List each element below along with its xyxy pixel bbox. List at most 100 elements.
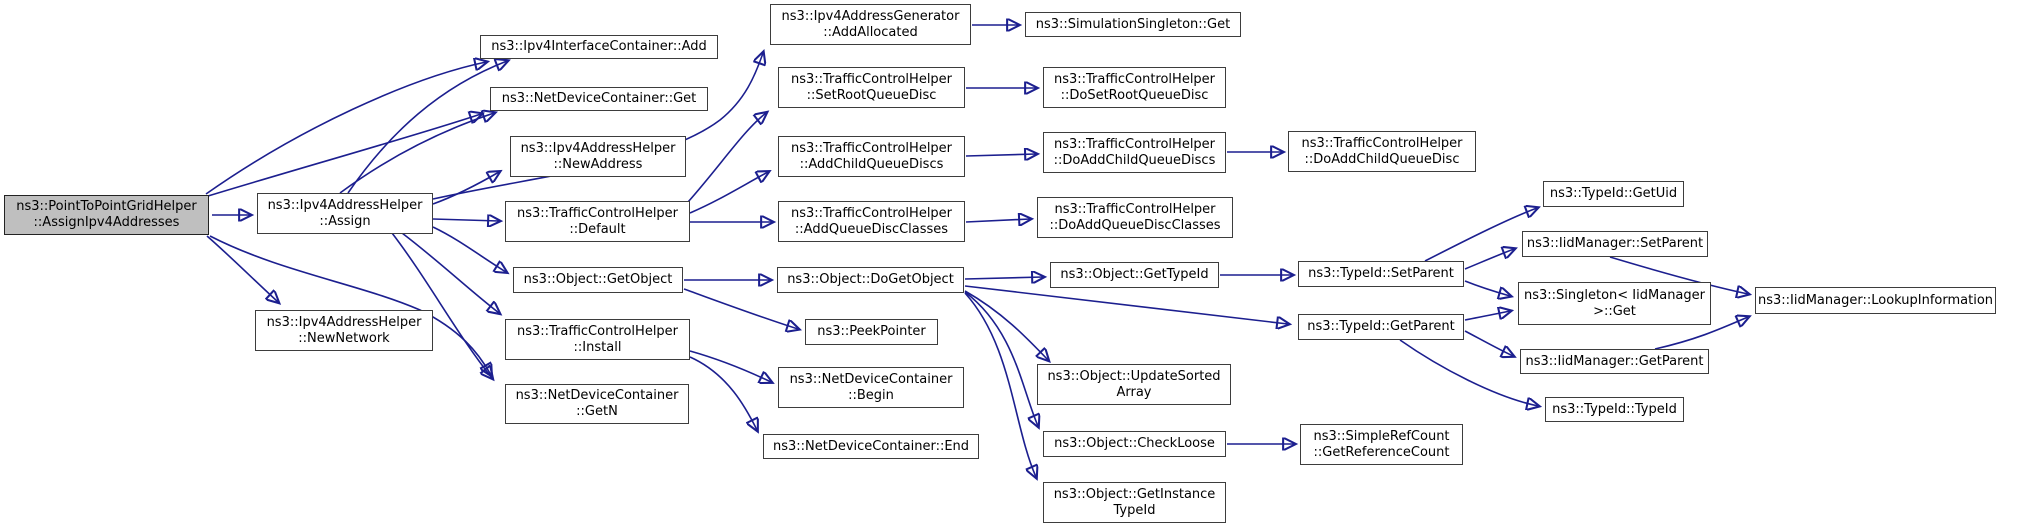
edge-assign-to-new-address [432, 172, 499, 205]
edge-get-object-to-peek-pointer [683, 288, 798, 329]
node-label: ns3::Object::GetTypeId [1060, 267, 1209, 283]
node-object-checkloose[interactable]: ns3::Object::CheckLoose [1043, 431, 1226, 457]
edge-add-qd-classes-to-do-add-qd-classes [965, 219, 1030, 222]
node-label: ns3::TrafficControlHelper [790, 205, 953, 221]
node-typeid-getuid[interactable]: ns3::TypeId::GetUid [1543, 181, 1684, 207]
node-label: ::AddChildQueueDiscs [799, 156, 944, 172]
node-ipv4addresshelper-newaddress[interactable]: ns3::Ipv4AddressHelper ::NewAddress [510, 136, 686, 177]
node-label: ns3::Object::CheckLoose [1054, 436, 1215, 452]
node-label: ns3::TrafficControlHelper [790, 140, 953, 156]
node-label: ns3::TypeId::GetParent [1307, 319, 1455, 335]
node-simplerefcount-getreferencecount[interactable]: ns3::SimpleRefCount ::GetReferenceCount [1300, 424, 1463, 465]
node-label: ns3::Ipv4AddressHelper [267, 197, 423, 213]
node-ipv4addressgenerator-addallocated[interactable]: ns3::Ipv4AddressGenerator ::AddAllocated [770, 4, 971, 45]
node-ipv4addresshelper-newnetwork[interactable]: ns3::Ipv4AddressHelper ::NewNetwork [255, 310, 433, 351]
node-label: ns3::NetDeviceContainer [789, 371, 953, 387]
edge-install-to-ndc-end [689, 356, 757, 430]
node-label: ::Default [569, 221, 626, 237]
node-label: ns3::TrafficControlHelper [1301, 135, 1463, 151]
edge-assign-to-ndc-get [339, 113, 494, 194]
node-iidmanager-getparent[interactable]: ns3::IidManager::GetParent [1520, 349, 1709, 374]
node-trafficcontrolhelper-default[interactable]: ns3::TrafficControlHelper ::Default [505, 201, 690, 242]
edge-tid-set-parent-to-singleton-get [1464, 280, 1510, 296]
edge-root-to-ifc-add [205, 62, 486, 195]
node-trafficcontrolhelper-dosetrootqueuedisc[interactable]: ns3::TrafficControlHelper ::DoSetRootQue… [1043, 67, 1226, 108]
edge-tid-get-parent-to-tid-tid [1399, 339, 1538, 406]
node-trafficcontrolhelper-doaddchildqueuedisc[interactable]: ns3::TrafficControlHelper ::DoAddChildQu… [1288, 131, 1476, 172]
edge-default-to-add-child-qds [689, 172, 768, 214]
node-trafficcontrolhelper-addqueuediscclasses[interactable]: ns3::TrafficControlHelper ::AddQueueDisc… [778, 201, 965, 242]
node-trafficcontrolhelper-install[interactable]: ns3::TrafficControlHelper ::Install [505, 319, 690, 360]
node-label: ::GetN [576, 404, 618, 419]
node-typeid-typeid[interactable]: ns3::TypeId::TypeId [1545, 397, 1684, 422]
node-label: ns3::Object::GetInstance [1053, 486, 1216, 502]
node-label: ns3::TrafficControlHelper [1054, 201, 1216, 217]
node-label: ns3::TrafficControlHelper [1053, 136, 1216, 152]
node-label: ns3::Singleton< IidManager [1523, 287, 1705, 303]
node-label: ns3::TrafficControlHelper [1053, 71, 1216, 87]
node-object-gettypeid[interactable]: ns3::Object::GetTypeId [1050, 262, 1219, 288]
edge-root-to-new-network [206, 235, 278, 302]
node-label: ns3::Ipv4AddressGenerator [781, 8, 960, 24]
edge-assign-to-ndc-getn [391, 232, 492, 378]
node-label: ns3::Object::DoGetObject [787, 272, 954, 288]
node-label: ::DoAddQueueDiscClasses [1049, 217, 1221, 233]
node-label: ns3::TrafficControlHelper [516, 205, 679, 221]
node-iidmanager-lookupinformation[interactable]: ns3::IidManager::LookupInformation [1755, 287, 1996, 314]
node-label: ns3::Ipv4AddressHelper [266, 314, 422, 330]
node-ipv4addresshelper-assign[interactable]: ns3::Ipv4AddressHelper ::Assign [257, 193, 433, 234]
node-trafficcontrolhelper-doaddchildqueuediscs[interactable]: ns3::TrafficControlHelper ::DoAddChildQu… [1043, 132, 1226, 173]
node-object-dogetobject[interactable]: ns3::Object::DoGetObject [777, 267, 964, 293]
edge-default-to-set-root-qd [687, 113, 766, 203]
edge-do-get-object-to-check-loose [964, 291, 1038, 426]
node-netdevicecontainer-getn[interactable]: ns3::NetDeviceContainer ::GetN [505, 384, 689, 424]
node-singleton-iidmanager-get[interactable]: ns3::Singleton< IidManager >::Get [1518, 282, 1711, 325]
node-label: ns3::IidManager::GetParent [1525, 353, 1704, 369]
node-typeid-getparent[interactable]: ns3::TypeId::GetParent [1298, 314, 1464, 340]
node-trafficcontrolhelper-addchildqueuediscs[interactable]: ns3::TrafficControlHelper ::AddChildQueu… [778, 136, 965, 177]
node-label: ::DoAddChildQueueDisc [1304, 151, 1460, 167]
node-object-getobject[interactable]: ns3::Object::GetObject [513, 267, 683, 293]
edge-tid-get-parent-to-singleton-get [1464, 311, 1510, 321]
node-label: ns3::Ipv4InterfaceContainer::Add [491, 39, 707, 55]
node-label: TypeId [1113, 502, 1156, 518]
node-label: ns3::PeekPointer [817, 324, 926, 340]
node-netdevicecontainer-begin[interactable]: ns3::NetDeviceContainer ::Begin [778, 367, 964, 408]
node-object-updatesortedarray[interactable]: ns3::Object::UpdateSorted Array [1037, 364, 1231, 405]
edge-install-to-ndc-begin [689, 350, 771, 382]
node-simulationsingleton-get[interactable]: ns3::SimulationSingleton::Get [1025, 12, 1241, 37]
edge-do-get-object-to-update-sorted [964, 290, 1048, 360]
node-label: ns3::NetDeviceContainer::Get [501, 91, 697, 107]
node-peekpointer[interactable]: ns3::PeekPointer [805, 319, 938, 345]
node-label: ::AddAllocated [823, 24, 918, 40]
node-label: ::SetRootQueueDisc [806, 87, 937, 103]
edge-tid-get-parent-to-iid-get-parent [1464, 330, 1513, 356]
node-netdevicecontainer-end[interactable]: ns3::NetDeviceContainer::End [763, 434, 979, 459]
node-object-getinstancetypeid[interactable]: ns3::Object::GetInstance TypeId [1043, 482, 1226, 523]
node-trafficcontrolhelper-setrootqueuedisc[interactable]: ns3::TrafficControlHelper ::SetRootQueue… [778, 67, 965, 108]
node-typeid-setparent[interactable]: ns3::TypeId::SetParent [1298, 261, 1464, 287]
node-label: ns3::TypeId::SetParent [1308, 266, 1454, 282]
node-netdevicecontainer-get[interactable]: ns3::NetDeviceContainer::Get [490, 87, 708, 111]
edge-assign-to-add-allocated [432, 53, 763, 200]
edge-assign-to-default [432, 219, 499, 221]
node-label: ::NewAddress [553, 156, 643, 172]
node-label: ns3::SimulationSingleton::Get [1035, 16, 1231, 32]
node-label: ::Assign [319, 213, 371, 229]
edge-assign-to-ifc-add [347, 61, 507, 194]
node-label: ns3::Object::GetObject [523, 272, 673, 288]
node-label: ns3::PointToPointGridHelper [16, 199, 197, 215]
node-label: ::GetReferenceCount [1313, 444, 1450, 460]
edge-add-child-qds-to-do-add-child-qds [965, 154, 1036, 156]
node-iidmanager-setparent[interactable]: ns3::IidManager::SetParent [1522, 231, 1708, 257]
edge-do-get-object-to-get-instance-typeid [964, 292, 1036, 477]
edge-root-to-ndc-get [207, 114, 481, 197]
node-label: ns3::Ipv4AddressHelper [520, 140, 676, 156]
edge-tid-set-parent-to-tid-get-uid [1424, 208, 1537, 262]
node-trafficcontrolhelper-doaddqueuediscclasses[interactable]: ns3::TrafficControlHelper ::DoAddQueueDi… [1037, 197, 1233, 238]
edge-do-get-object-to-obj-get-typeid [964, 277, 1043, 279]
node-label: ns3::IidManager::SetParent [1526, 236, 1704, 252]
node-ipv4interfacecontainer-add[interactable]: ns3::Ipv4InterfaceContainer::Add [480, 35, 718, 59]
